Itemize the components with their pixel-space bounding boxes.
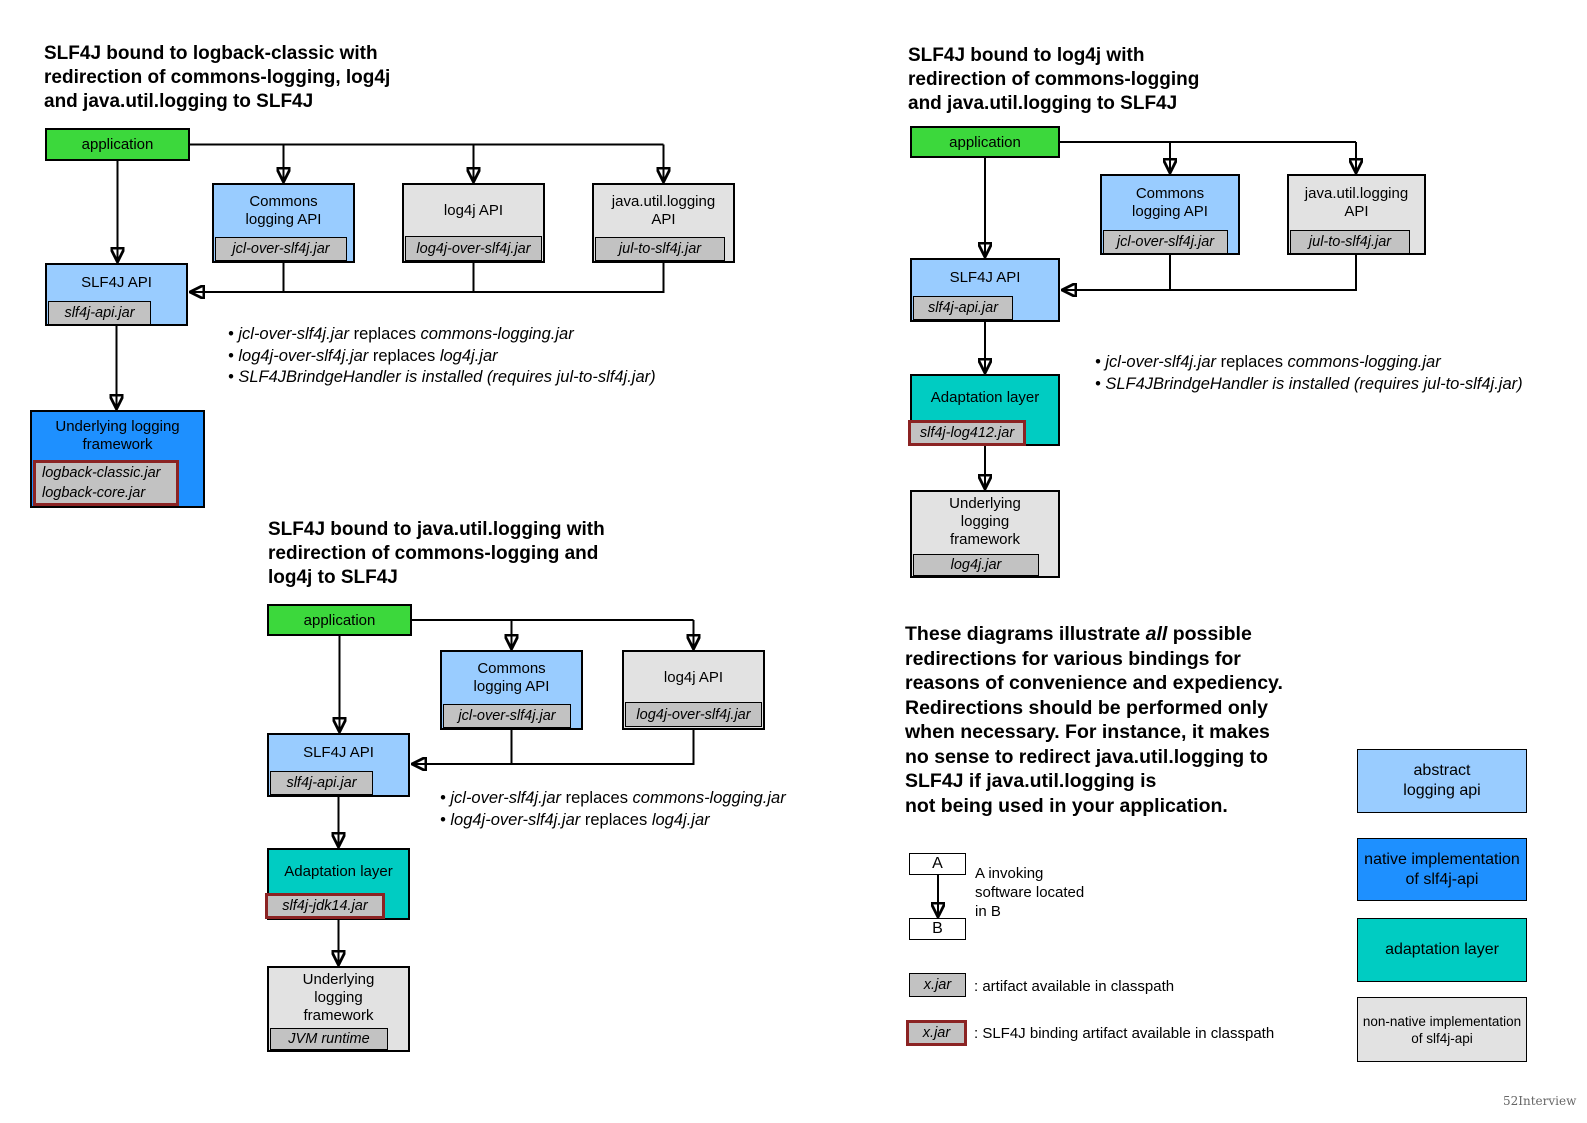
d1-slf4j-api-jar-chip: slf4j-api.jar [48,301,151,325]
d1-application-label: application [81,136,154,153]
d2-commons-logging-api-label: Commons logging API [1132,185,1208,220]
d1-jcl-over-slf4j-jar-chip: jcl-over-slf4j.jar [215,237,347,261]
d2-bullet-1: • jcl-over-slf4j.jar replaces commons-lo… [1095,353,1441,371]
d1-bullet-1: • jcl-over-slf4j.jar replaces commons-lo… [228,325,574,343]
info-paragraph: These diagrams illustrate all possible r… [905,623,1283,817]
legend-adaptation-layer-box: adaptation layer [1357,918,1527,982]
legend-box-b: B [909,918,966,940]
d2-jcl-over-slf4j-jar-chip: jcl-over-slf4j.jar [1103,230,1228,254]
legend-binding-chip: x.jar [906,1020,967,1046]
d3-jvm-runtime-chip: JVM runtime [270,1028,388,1050]
d2-slf4j-api-jar-chip: slf4j-api.jar [913,296,1013,320]
legend-box-a: A [909,853,966,875]
d2-java-util-logging-api-label: java.util.logging API [1304,185,1409,220]
d3-adaptation-layer-label: Adaptation layer [284,863,393,880]
d3-commons-logging-api-label: Commons logging API [473,660,550,695]
d3-application-label: application [303,612,376,629]
legend-nonnative-implementation-box: non-native implementation of slf4j-api [1357,997,1527,1062]
d1-application-box: application [45,128,190,161]
legend-native-implementation-box: native implementation of slf4j-api [1357,838,1527,901]
d2-adaptation-layer-label: Adaptation layer [930,389,1040,406]
d3-log4j-api-label: log4j API [663,669,724,686]
d3-slf4j-api-label: SLF4J API [303,744,374,761]
d2-application-label: application [949,134,1021,151]
d2-underlying-framework-label: Underlying logging framework [949,495,1021,548]
d2-arrow-apis-to-slf4j [1064,255,1357,290]
d1-bullet-3: • SLF4JBrindgeHandler is installed (requ… [228,368,656,386]
d1-log4j-api-label: log4j API [443,202,504,219]
d2-log4j-jar-chip: log4j.jar [913,554,1039,576]
d1-commons-logging-api-label: Commons logging API [245,193,322,228]
diagram1-title: SLF4J bound to logback-classic with redi… [44,43,391,112]
d1-underlying-framework-label: Underlying logging framework [55,418,180,453]
d3-bullet-2: • log4j-over-slf4j.jar replaces log4j.ja… [440,810,710,829]
legend-binding-note: : SLF4J binding artifact available in cl… [974,1025,1275,1042]
d1-bullet-2: • log4j-over-slf4j.jar replaces log4j.ja… [228,346,498,365]
d3-underlying-framework-label: Underlying logging framework [302,971,375,1024]
d2-application-box: application [910,126,1060,158]
d1-log4j-over-slf4j-jar-chip: log4j-over-slf4j.jar [405,236,542,261]
d2-jul-to-slf4j-jar-chip: jul-to-slf4j.jar [1290,230,1410,254]
watermark: 52Interview [1503,1094,1577,1108]
d2-bullet-2: • SLF4JBrindgeHandler is installed (requ… [1095,374,1523,393]
d2-bullet-notes: • jcl-over-slf4j.jar replaces commons-lo… [1095,352,1523,395]
legend-invoke-note: A invoking software located in B [975,865,1085,920]
d1-bullet-notes: • jcl-over-slf4j.jar replaces commons-lo… [228,324,656,389]
d3-jcl-over-slf4j-jar-chip: jcl-over-slf4j.jar [443,704,571,728]
d3-bullet-1: • jcl-over-slf4j.jar replaces commons-lo… [440,789,786,807]
diagram3-title: SLF4J bound to java.util.logging with re… [268,519,605,588]
d3-bullet-notes: • jcl-over-slf4j.jar replaces commons-lo… [440,788,786,831]
d3-application-box: application [267,604,412,636]
d1-arrow-apis-to-slf4j [192,263,665,292]
d1-jul-to-slf4j-jar-chip: jul-to-slf4j.jar [595,237,725,261]
diagram2-title: SLF4J bound to log4j with redirection of… [908,45,1200,114]
d3-slf4j-api-jar-chip: slf4j-api.jar [270,771,373,795]
legend-abstract-logging-api-box: abstract logging api [1357,749,1527,813]
d3-arrow-apis-to-slf4j [414,730,695,764]
legend-artifact-chip: x.jar [909,973,966,997]
d3-log4j-over-slf4j-jar-chip: log4j-over-slf4j.jar [625,702,762,727]
d2-slf4j-api-label: SLF4J API [949,269,1021,286]
d1-logback-jars-chip: logback-classic.jar logback-core.jar [33,460,179,506]
d1-java-util-logging-api-label: java.util.logging API [611,193,716,228]
d1-slf4j-api-label: SLF4J API [81,274,152,291]
d2-slf4j-log412-jar-chip: slf4j-log412.jar [908,420,1026,446]
d3-slf4j-jdk14-jar-chip: slf4j-jdk14.jar [265,893,385,919]
legend-artifact-note: : artifact available in classpath [974,978,1175,995]
